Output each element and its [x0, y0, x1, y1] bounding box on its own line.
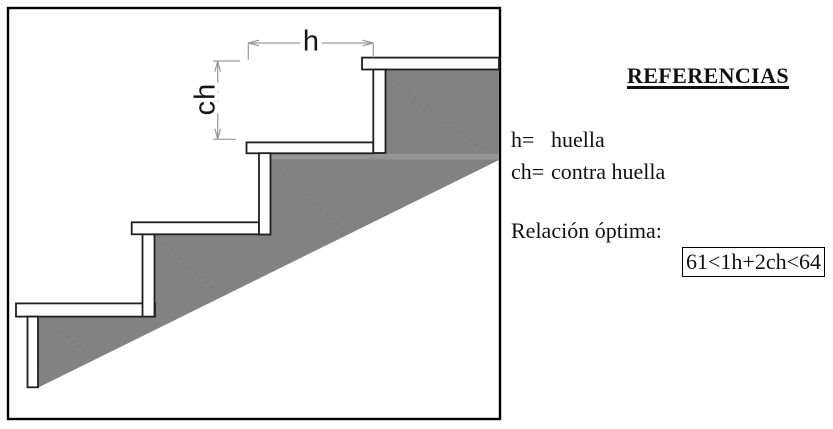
references-title: REFERENCIAS — [626, 63, 790, 88]
tread-slab-1 — [361, 56, 500, 71]
definition-symbol-h: h= — [511, 127, 535, 152]
dimension-ch — [213, 60, 240, 140]
tread-slab-4 — [15, 302, 156, 318]
relation-label: Relación óptima: — [511, 218, 662, 243]
concrete-texture — [51, 79, 487, 354]
definition-meaning-h: huella — [551, 127, 605, 152]
riser-slab-3 — [141, 233, 156, 318]
definition-symbol-ch: ch= — [511, 158, 545, 184]
tread-slab-3 — [130, 221, 260, 236]
definition-meaning-ch: contra huella — [551, 158, 666, 184]
dimension-h — [247, 39, 374, 60]
riser-slab-2 — [258, 152, 272, 236]
definition-huella: h= huella — [511, 124, 665, 156]
concrete-mass — [38, 69, 499, 388]
tread-dimension-label: h — [303, 26, 319, 58]
tread-slab-2 — [245, 141, 375, 155]
construction-line-band — [271, 153, 499, 160]
riser-dimension-label: ch — [190, 83, 222, 116]
definition-contra-huella: ch= contra huella — [511, 156, 665, 188]
riser-slab-1 — [372, 68, 387, 154]
references-definitions: h= huella ch= contra huella — [511, 124, 665, 187]
relation-formula-box: 61<1h+2ch<64 — [682, 247, 825, 277]
riser-slab-4 — [26, 315, 39, 389]
